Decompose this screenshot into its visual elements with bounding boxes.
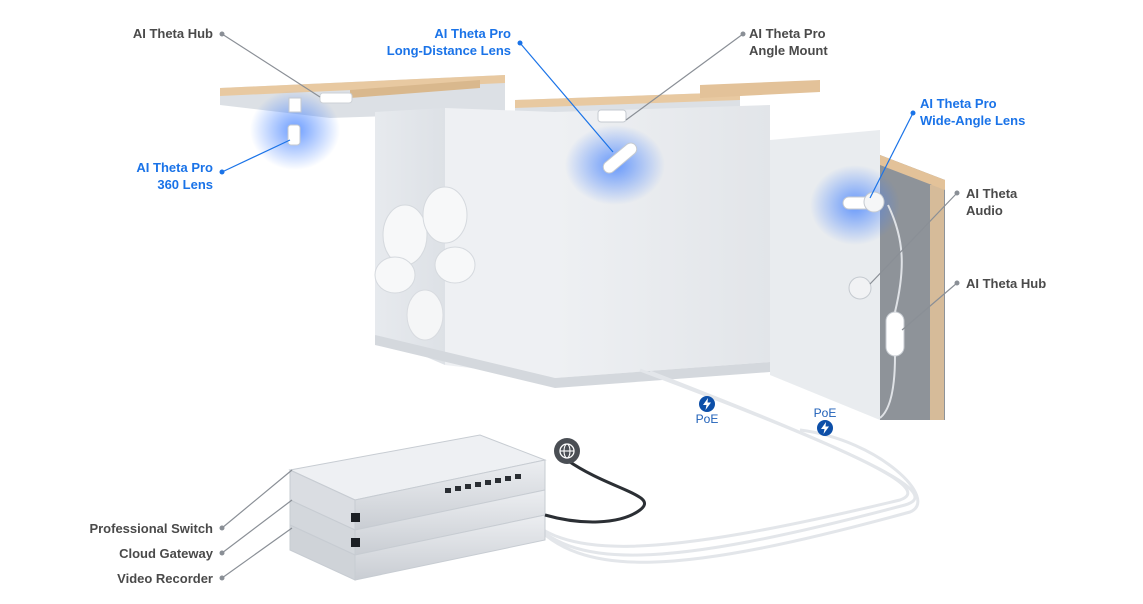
camera-360 <box>287 124 301 146</box>
label-pro-360: AI Theta Pro 360 Lens <box>136 160 213 192</box>
globe-icon <box>554 438 580 464</box>
hub-device-top <box>319 92 353 104</box>
poe-cables <box>518 368 920 564</box>
bolt-icon <box>699 396 715 412</box>
bolt-icon <box>817 420 833 436</box>
wood-stud <box>880 155 945 190</box>
label-pro-angle: AI Theta Pro Angle Mount <box>749 26 828 58</box>
camera-wide-base <box>863 191 885 213</box>
poe-label: PoE <box>813 406 837 420</box>
baseboard <box>375 335 770 388</box>
label-audio: AI Theta Audio <box>966 186 1018 218</box>
hub-device-right <box>885 311 905 357</box>
label-pro-long: AI Theta Pro Long-Distance Lens <box>386 26 511 58</box>
rack-stack <box>288 434 547 581</box>
label-switch: Professional Switch <box>89 521 213 536</box>
poe-label: PoE <box>695 412 719 426</box>
plant-decor <box>374 186 476 341</box>
camera-long <box>602 142 638 174</box>
angle-mount <box>597 109 627 123</box>
poe-badge-left: PoE <box>687 396 727 426</box>
middle-wall <box>445 108 555 378</box>
label-recorder: Video Recorder <box>117 571 213 586</box>
label-gateway: Cloud Gateway <box>119 546 213 561</box>
internet-cable <box>544 458 647 524</box>
label-hub-right: AI Theta Hub <box>966 276 1047 291</box>
label-hub-top: AI Theta Hub <box>132 26 213 41</box>
device-cable <box>879 204 903 419</box>
label-pro-wide: AI Theta Pro Wide-Angle Lens <box>920 96 1026 128</box>
mount-top <box>288 97 302 113</box>
audio-device <box>848 276 872 300</box>
leader-lines <box>219 31 960 581</box>
poe-badge-right: PoE <box>805 406 845 436</box>
wood-stud-vertical <box>930 185 944 420</box>
